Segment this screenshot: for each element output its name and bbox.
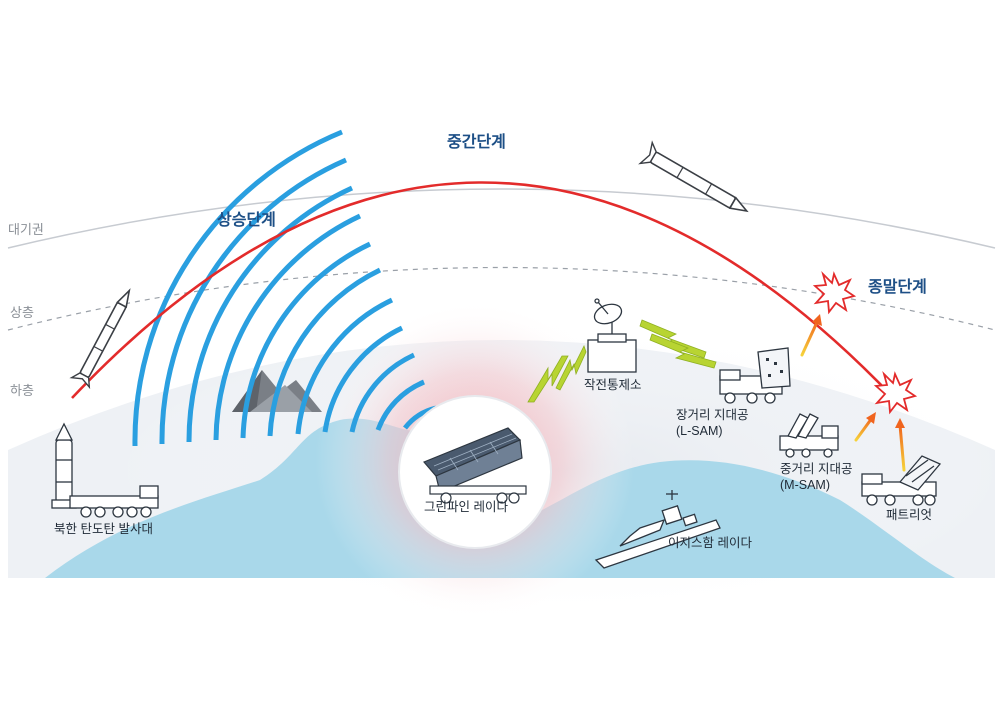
layer-label-lower: 하층 bbox=[10, 383, 34, 398]
tel-launcher-icon bbox=[51, 422, 159, 518]
sea-area bbox=[45, 418, 955, 578]
atmosphere-line bbox=[7, 188, 996, 249]
layer-label-atmosphere: 대기권 bbox=[8, 222, 44, 237]
green-pine-radar-icon bbox=[423, 427, 527, 504]
label-lsam-line1: 장거리 지대공 bbox=[676, 408, 749, 422]
intercept-burst-icon-2 bbox=[873, 370, 918, 415]
lightning-signal-icon-2 bbox=[639, 319, 717, 369]
intercept-burst-icon bbox=[812, 270, 857, 315]
label-patriot: 패트리엇 bbox=[886, 508, 933, 522]
phase-label-midcourse: 중간단계 bbox=[447, 134, 506, 151]
label-command-center: 작전통제소 bbox=[584, 378, 642, 392]
ballistic-trajectory bbox=[71, 181, 889, 399]
layer-label-upper: 상층 bbox=[10, 305, 34, 320]
label-aegis-radar: 이지스함 레이다 bbox=[668, 536, 752, 550]
msam-launcher-icon bbox=[779, 413, 839, 458]
radar-waves bbox=[132, 129, 437, 447]
satellite-dish-building-icon bbox=[587, 298, 637, 373]
label-launcher: 북한 탄도탄 발사대 bbox=[54, 522, 153, 536]
label-lsam-line2: (L-SAM) bbox=[676, 424, 723, 438]
aegis-destroyer-icon bbox=[594, 490, 721, 569]
label-green-pine-radar: 그린파인 레이다 bbox=[424, 500, 508, 514]
patriot-launcher-icon bbox=[861, 455, 942, 506]
phase-label-terminal: 종말단계 bbox=[868, 279, 927, 296]
lsam-launcher-icon bbox=[719, 347, 791, 404]
label-msam-line1: 중거리 지대공 bbox=[780, 462, 853, 476]
ballistic-missile-icon bbox=[69, 288, 131, 390]
lightning-signal-icon bbox=[527, 344, 587, 403]
interceptor-arrows bbox=[800, 314, 906, 472]
midcourse-missile-icon bbox=[638, 140, 749, 213]
phase-label-boost: 상승단계 bbox=[217, 212, 276, 229]
label-msam-line2: (M-SAM) bbox=[780, 478, 830, 492]
